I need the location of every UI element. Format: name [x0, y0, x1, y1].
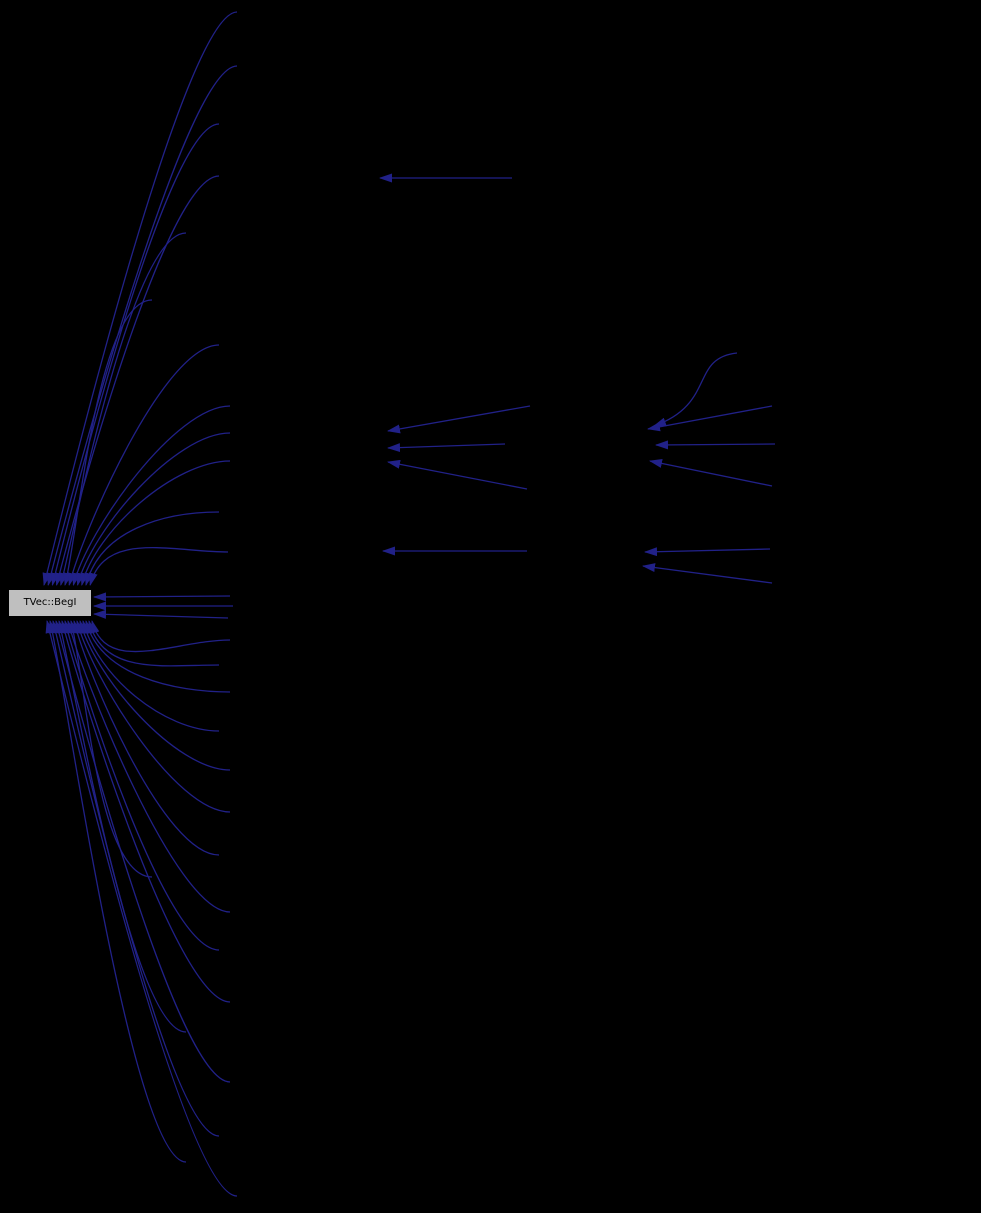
node-root: TVec::BegI	[8, 589, 92, 617]
node-root-label: TVec::BegI	[23, 597, 77, 608]
